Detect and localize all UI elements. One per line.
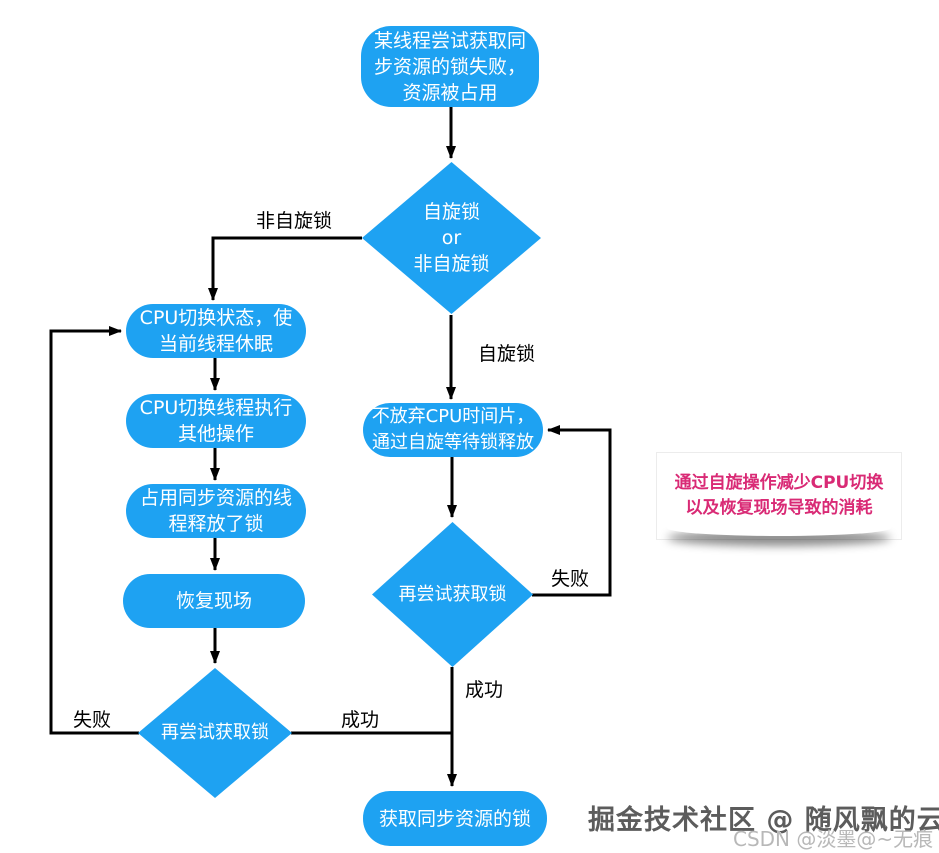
- release-lock-node: 占用同步资源的线 程释放了锁: [126, 484, 306, 538]
- restore-context-node: 恢复现场: [123, 574, 305, 628]
- decision-line: 非自旋锁: [413, 253, 490, 275]
- decision-line: 自旋锁: [422, 201, 480, 223]
- note-line: 以及恢复现场导致的消耗: [685, 498, 873, 518]
- restore-context-line: 恢复现场: [175, 590, 252, 612]
- start-node: 某线程尝试获取同 步资源的锁失败， 资源被占用: [361, 26, 539, 107]
- edge-nonspin-branch: [208, 236, 362, 301]
- acquire-lock-line: 获取同步资源的锁: [378, 807, 531, 830]
- edge-label-spin: 自旋锁: [478, 343, 536, 365]
- edge-label-success-left: 成功: [341, 709, 380, 731]
- start-node-line: 某线程尝试获取同: [373, 29, 526, 52]
- release-lock-line: 程释放了锁: [168, 513, 264, 535]
- edge-retry-right-fail-loop: [532, 425, 612, 597]
- retry-right-line: 再尝试获取锁: [398, 583, 507, 605]
- cpu-switch-line: 其他操作: [177, 423, 254, 445]
- start-node-line: 步资源的锁失败，: [373, 55, 526, 78]
- edge-label-non-spin: 非自旋锁: [256, 210, 333, 232]
- cpu-sleep-line: 当前线程休眠: [158, 333, 273, 355]
- cpu-switch-node: CPU切换线程执行 其他操作: [126, 394, 306, 448]
- retry-left-line: 再尝试获取锁: [161, 722, 269, 743]
- edge-label-success-right: 成功: [465, 679, 504, 701]
- acquire-lock-node: 获取同步资源的锁: [363, 791, 547, 846]
- release-lock-line: 占用同步资源的线: [139, 487, 292, 509]
- spin-wait-line: 不放弃CPU时间片，: [371, 406, 535, 427]
- cpu-sleep-node: CPU切换状态，使 当前线程休眠: [126, 304, 306, 358]
- watermark-csdn: CSDN @淡墨@~无痕: [733, 827, 934, 851]
- cpu-sleep-line: CPU切换状态，使: [139, 307, 293, 329]
- watermark-juejin: 掘金技术社区 @ 随风飘的云: [588, 805, 939, 836]
- edge-retry-left-fail-loop: [49, 326, 139, 735]
- edge-label-fail-left: 失败: [73, 709, 112, 731]
- spin-wait-line: 通过自旋等待锁释放: [372, 432, 534, 453]
- note-line: 通过自旋操作减少CPU切换: [674, 473, 884, 493]
- decision-line: or: [441, 227, 462, 249]
- start-node-line: 资源被占用: [402, 81, 498, 104]
- spin-benefit-note-card: 通过自旋操作减少CPU切换 以及恢复现场导致的消耗: [656, 452, 902, 540]
- cpu-switch-line: CPU切换线程执行: [139, 397, 293, 419]
- edge-label-fail-right: 失败: [551, 568, 590, 590]
- spin-wait-node: 不放弃CPU时间片， 通过自旋等待锁释放: [363, 403, 543, 457]
